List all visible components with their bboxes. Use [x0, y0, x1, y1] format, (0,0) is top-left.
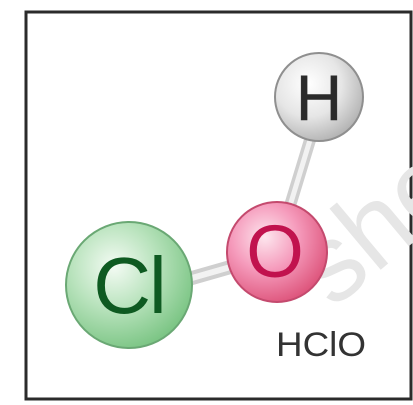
atom-oxygen: O: [226, 201, 328, 303]
diagram-frame: [24, 10, 413, 401]
atom-label-o: O: [246, 210, 304, 293]
atom-chlorine: Cl: [65, 221, 193, 349]
atom-label-cl: Cl: [93, 241, 165, 330]
atom-hydrogen: H: [274, 52, 364, 142]
molecule-formula: HClO: [276, 326, 366, 364]
atom-label-h: H: [296, 62, 342, 134]
